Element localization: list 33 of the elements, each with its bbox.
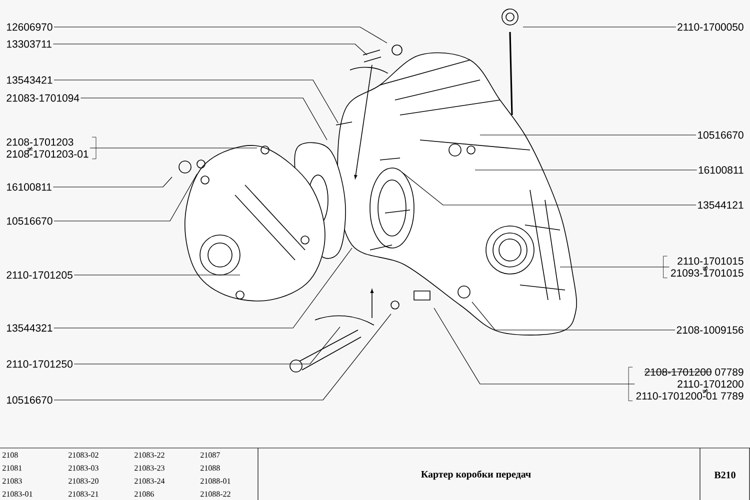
part-number: 16100811 [698, 166, 744, 174]
part-number: 10516670 [7, 217, 52, 225]
part-number: 16100811 [7, 183, 52, 191]
leader-line [74, 274, 240, 276]
leader-line [54, 248, 352, 328]
leader-line [52, 44, 368, 56]
sheet-title: Картер коробки передач [421, 470, 531, 480]
leader-line [54, 26, 388, 44]
leader-line [522, 26, 676, 28]
part-number: 2110-1700050 [678, 23, 744, 31]
leader-line [54, 80, 338, 124]
leader-line [560, 266, 670, 268]
leader-line [74, 326, 340, 364]
leader-line [434, 308, 635, 384]
leader-line [472, 302, 676, 330]
part-number: 2110-1701250 [6, 360, 72, 368]
leader-line [54, 174, 198, 222]
part-number: 12606970 [7, 23, 52, 31]
leader-line [52, 176, 172, 188]
leader-line [480, 134, 696, 136]
part-number: 21083-1701094 [6, 94, 80, 102]
part-number: 10516670 [698, 131, 744, 139]
leader-line [402, 172, 696, 206]
part-number: 13303711 [7, 40, 52, 48]
sheet-code: B210 [714, 472, 736, 478]
part-number: 13544321 [7, 324, 52, 332]
part-number: 10516670 [7, 396, 52, 404]
leader-line [80, 98, 328, 140]
leader-line [54, 314, 392, 400]
part-number: 2108-1009156 [676, 326, 744, 334]
part-number: 2110-1701205 [6, 271, 72, 279]
part-number: 13544121 [698, 201, 744, 209]
part-number: 13543421 [7, 76, 52, 84]
